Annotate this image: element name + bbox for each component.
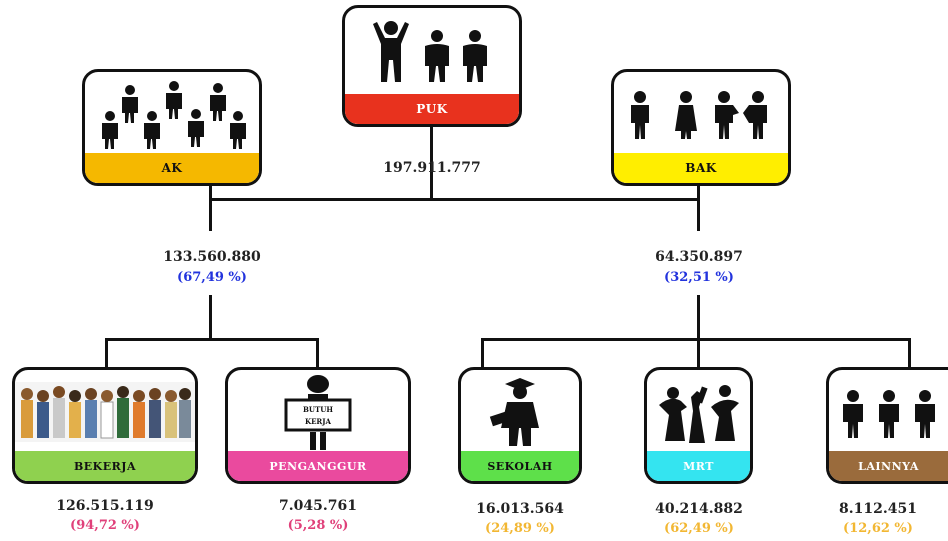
node-bekerja-label: BEKERJA [15, 451, 195, 481]
connector-mrt-drop [697, 338, 700, 370]
sekolah-percent: (24,89 %) [485, 521, 555, 536]
connector-ak-down [209, 183, 212, 231]
node-sekolah-label: SEKOLAH [461, 451, 579, 481]
connector-top-horizontal [209, 198, 700, 201]
penganggur-value: 7.045.761 [279, 498, 357, 514]
node-mrt-label: MRT [647, 451, 750, 481]
connector-sekolah-drop [481, 338, 484, 370]
connector-bak-down [697, 183, 700, 231]
node-mrt: MRT [644, 367, 753, 484]
puk-value: 197.911.777 [383, 160, 481, 176]
connector-bak-children-stem [697, 295, 700, 340]
sign-line-1: BUTUH [303, 405, 333, 414]
student-icon [489, 378, 539, 446]
crowd-icon [102, 81, 246, 149]
node-sekolah: SEKOLAH [458, 367, 582, 484]
connector-bak-children-horizontal [481, 338, 911, 341]
node-ak-label: AK [85, 153, 259, 183]
node-bak: BAK [611, 69, 791, 186]
mrt-value: 40.214.882 [655, 501, 743, 517]
node-lainnya: LAINNYA [826, 367, 948, 484]
people-icon [631, 91, 767, 139]
connector-puk-down [430, 126, 433, 200]
connector-ak-children-horizontal [105, 338, 319, 341]
jobseeker-sign-icon: BUTUH KERJA [284, 375, 352, 450]
bak-value: 64.350.897 [655, 249, 743, 265]
node-ak: AK [82, 69, 262, 186]
node-puk-label: PUK [345, 94, 519, 124]
bekerja-percent: (94,72 %) [70, 518, 140, 533]
lainnya-value: 8.112.451 [839, 501, 917, 517]
node-penganggur: BUTUH KERJA PENGANGGUR [225, 367, 411, 484]
ak-value: 133.560.880 [163, 249, 261, 265]
node-puk: PUK [342, 5, 522, 127]
connector-penganggur-drop [316, 338, 319, 370]
people-three-icon [842, 390, 935, 438]
workers-photo-icon [15, 382, 195, 442]
bekerja-value: 126.515.119 [56, 498, 154, 514]
sign-line-2: KERJA [305, 417, 332, 426]
node-bekerja: BEKERJA [12, 367, 198, 484]
node-penganggur-label: PENGANGGUR [228, 451, 408, 481]
housework-icon [658, 385, 739, 443]
node-bak-label: BAK [614, 153, 788, 183]
node-lainnya-label: LAINNYA [829, 451, 948, 481]
connector-ak-children-stem [209, 295, 212, 340]
lainnya-percent: (12,62 %) [843, 521, 913, 536]
connector-lainnya-drop [908, 338, 911, 370]
sekolah-value: 16.013.564 [476, 501, 564, 517]
penganggur-percent: (5,28 %) [287, 518, 349, 533]
people-group-icon [373, 21, 487, 82]
bak-percent: (32,51 %) [664, 270, 734, 285]
mrt-percent: (62,49 %) [664, 521, 734, 536]
connector-bekerja-drop [105, 338, 108, 370]
ak-percent: (67,49 %) [177, 270, 247, 285]
